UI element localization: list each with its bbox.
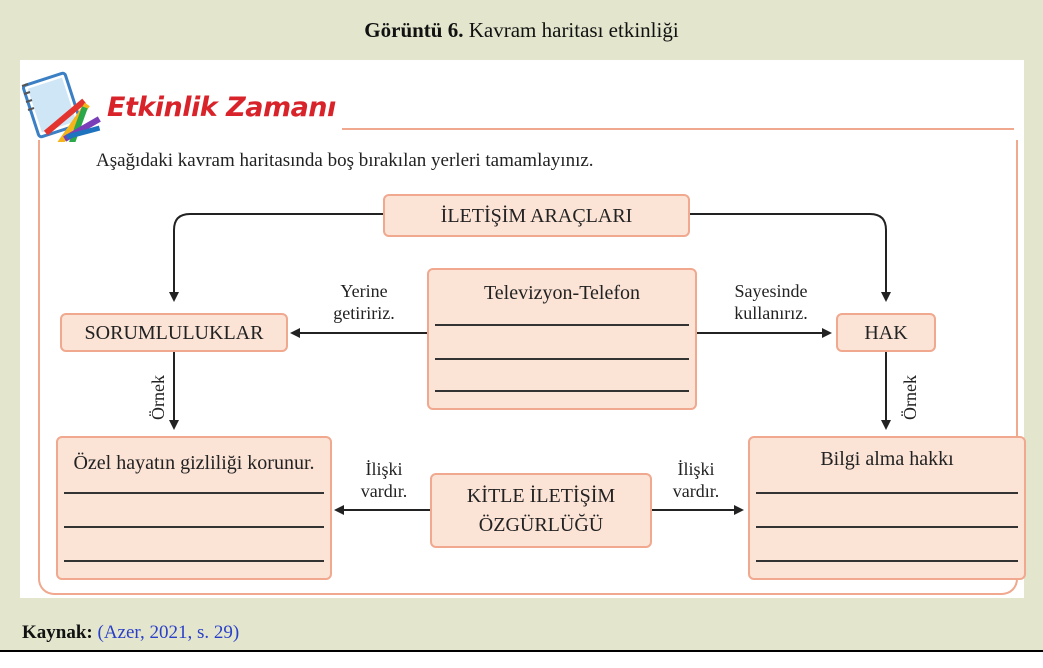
- blank-line: [435, 324, 689, 326]
- edge-label-iliski-right-2: vardır.: [672, 481, 720, 501]
- source-label: Kaynak:: [22, 622, 93, 643]
- edge-label-ornek-left: Örnek: [148, 375, 168, 420]
- title-rule: [342, 128, 1014, 130]
- blank-line: [756, 526, 1018, 528]
- edge-label-iliski-right-1: İlişki: [677, 459, 715, 479]
- node-bilgi-alma: Bilgi alma hakkı: [748, 436, 1026, 580]
- blank-line: [435, 358, 689, 360]
- node-ozel-hayat-label: Özel hayatın gizliliği korunur.: [73, 452, 315, 474]
- node-televizyon-telefon-label: Televizyon-Telefon: [483, 282, 640, 304]
- edge-label-sayesinde-2: kullanırız.: [734, 303, 808, 323]
- edge-label-iliski-left-1: İlişki: [365, 459, 403, 479]
- blank-line: [64, 560, 324, 562]
- blank-line: [64, 492, 324, 494]
- node-sorumluluklar: SORUMLULUKLAR: [60, 313, 288, 352]
- source-citation-link[interactable]: (Azer, 2021, s. 29): [97, 622, 240, 643]
- node-televizyon-telefon: Televizyon-Telefon: [427, 268, 697, 410]
- node-ozel-hayat: Özel hayatın gizliliği korunur.: [56, 436, 332, 580]
- node-hak: HAK: [836, 313, 936, 352]
- caption-text: Kavram haritası etkinliği: [468, 18, 679, 42]
- edge-label-ornek-right: Örnek: [900, 375, 920, 420]
- node-iletisim-araclari-label: İLETİŞİM ARAÇLARI: [440, 205, 633, 227]
- activity-instruction: Aşağıdaki kavram haritasında boş bırakıl…: [96, 150, 594, 171]
- blank-line: [756, 492, 1018, 494]
- node-kitle-iletisim-line1: KİTLE İLETİŞİM: [466, 485, 616, 507]
- edge-label-yerine-1: Yerine: [340, 281, 388, 301]
- blank-line: [64, 526, 324, 528]
- caption-prefix: Görüntü 6.: [364, 18, 464, 42]
- edge-label-yerine-2: getiririz.: [333, 303, 395, 323]
- node-bilgi-alma-label: Bilgi alma hakkı: [820, 448, 954, 470]
- notebook-pencils-icon: [21, 71, 101, 142]
- node-sorumluluklar-label: SORUMLULUKLAR: [84, 322, 264, 344]
- edge-label-iliski-left: İlişki vardır.: [348, 458, 420, 502]
- activity-border: [38, 140, 1018, 595]
- edge-label-iliski-right: İlişki vardır.: [660, 458, 732, 502]
- figure-caption: Görüntü 6. Kavram haritası etkinliği: [0, 18, 1043, 43]
- node-iletisim-araclari: İLETİŞİM ARAÇLARI: [383, 194, 690, 237]
- blank-line: [435, 390, 689, 392]
- edge-label-yerine: Yerine getiririz.: [318, 280, 410, 324]
- node-kitle-iletisim-line2: ÖZGÜRLÜĞÜ: [478, 514, 604, 536]
- edge-label-sayesinde: Sayesinde kullanırız.: [716, 280, 826, 324]
- source-note: Kaynak: (Azer, 2021, s. 29): [22, 622, 239, 644]
- blank-line: [756, 560, 1018, 562]
- node-hak-label: HAK: [864, 322, 908, 344]
- activity-title: Etkinlik Zamanı: [107, 92, 336, 123]
- edge-label-iliski-left-2: vardır.: [360, 481, 408, 501]
- node-kitle-iletisim: KİTLE İLETİŞİM ÖZGÜRLÜĞÜ: [430, 473, 652, 548]
- edge-label-sayesinde-1: Sayesinde: [734, 281, 808, 301]
